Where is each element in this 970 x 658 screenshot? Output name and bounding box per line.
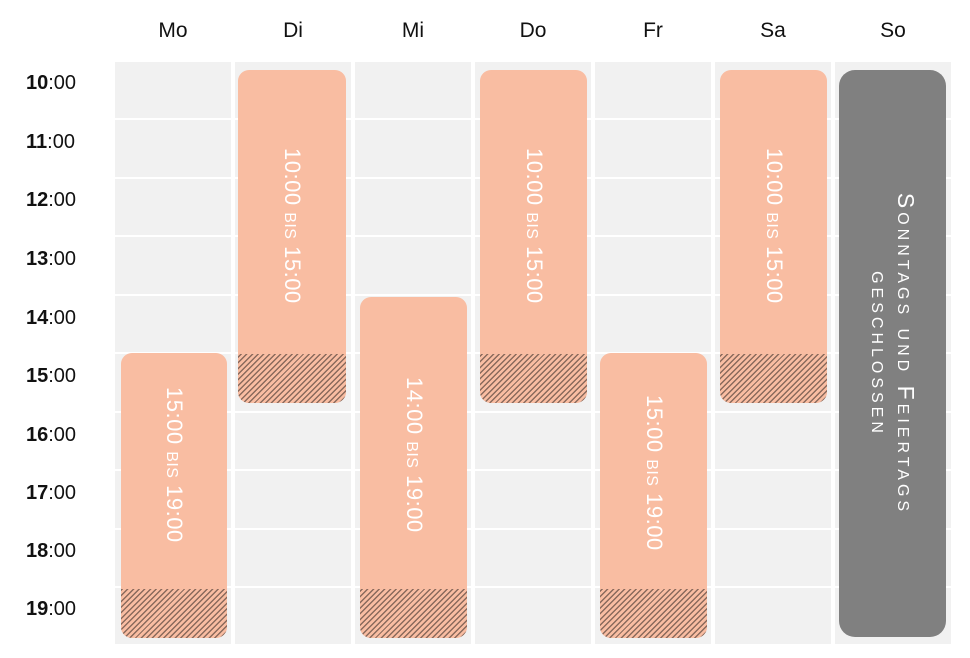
grid-cell xyxy=(235,471,351,528)
grid-cell xyxy=(115,62,231,118)
opening-block-sa: 10:00 bis 15:00 xyxy=(720,70,827,403)
grid-cell xyxy=(115,296,231,352)
grid-cell xyxy=(595,296,711,352)
hatch-overlay xyxy=(121,589,227,638)
grid-cell xyxy=(235,530,351,586)
grid-cell xyxy=(595,120,711,177)
opening-hours-label: 10:00 bis 15:00 xyxy=(761,148,787,304)
grid-cell xyxy=(355,179,471,235)
time-label: 10:00 xyxy=(26,72,77,94)
grid-cell xyxy=(235,588,351,644)
hatch-overlay xyxy=(360,589,467,638)
day-header-fr: Fr xyxy=(643,19,663,42)
closed-block-so: Sonntags und Feiertags geschlossen xyxy=(839,70,946,637)
day-header-so: So xyxy=(880,19,906,42)
grid-cell xyxy=(715,413,831,469)
grid-cell xyxy=(475,530,591,586)
day-header-mo: Mo xyxy=(158,19,188,42)
grid-cell xyxy=(115,237,231,294)
opening-block-di: 10:00 bis 15:00 xyxy=(238,70,346,403)
grid-cell xyxy=(115,120,231,177)
grid-cell xyxy=(235,413,351,469)
grid-cell xyxy=(595,179,711,235)
opening-block-mi: 14:00 bis 19:00 xyxy=(360,297,467,638)
time-label: 14:00 xyxy=(26,307,77,329)
grid-cell xyxy=(115,179,231,235)
day-header-sa: Sa xyxy=(760,19,786,42)
opening-hours-label: 14:00 bis 19:00 xyxy=(401,377,427,533)
day-header-mi: Mi xyxy=(401,19,425,42)
grid-cell xyxy=(715,530,831,586)
hatch-overlay xyxy=(480,354,587,403)
grid-cell xyxy=(595,62,711,118)
day-header-di: Di xyxy=(283,19,303,42)
opening-hours-label: 10:00 bis 15:00 xyxy=(280,148,305,304)
time-label: 12:00 xyxy=(26,189,77,211)
hatch-overlay xyxy=(600,589,707,638)
hatch-overlay xyxy=(238,354,346,403)
time-label: 17:00 xyxy=(26,482,77,504)
grid-cell xyxy=(355,62,471,118)
time-label: 13:00 xyxy=(26,248,77,270)
grid-cell xyxy=(715,588,831,644)
time-label: 19:00 xyxy=(26,598,77,620)
day-header-do: Do xyxy=(519,19,547,42)
opening-block-mo: 15:00 bis 19:00 xyxy=(121,353,227,638)
time-label: 16:00 xyxy=(26,424,77,446)
opening-hours-label: 15:00 bis 19:00 xyxy=(162,387,187,543)
time-label: 15:00 xyxy=(26,365,77,387)
grid-cell xyxy=(355,237,471,294)
grid-cell xyxy=(355,120,471,177)
grid-cell xyxy=(475,588,591,644)
grid-cell xyxy=(715,471,831,528)
grid-cell xyxy=(475,471,591,528)
hatch-overlay xyxy=(720,354,827,403)
grid-cell xyxy=(595,237,711,294)
time-label: 18:00 xyxy=(26,540,77,562)
opening-hours-label: 10:00 bis 15:00 xyxy=(521,148,547,304)
grid-cell xyxy=(475,413,591,469)
time-label: 11:00 xyxy=(26,131,75,153)
opening-hours-label: 15:00 bis 19:00 xyxy=(641,395,667,551)
opening-block-do: 10:00 bis 15:00 xyxy=(480,70,587,403)
closed-label: Sonntags und Feiertags geschlossen xyxy=(866,192,919,515)
opening-block-fr: 15:00 bis 19:00 xyxy=(600,353,707,638)
